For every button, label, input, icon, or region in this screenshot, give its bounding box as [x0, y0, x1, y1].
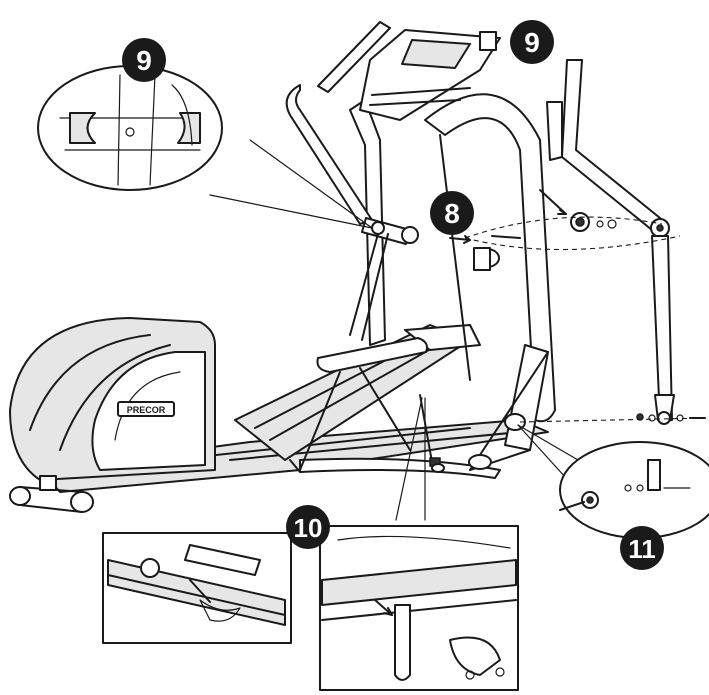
step-badge-11: 11: [620, 526, 664, 570]
callout-detail-11: [517, 424, 709, 539]
step-badge-8: 8: [430, 191, 474, 235]
arm-hardware: [570, 212, 617, 232]
step-badge-9-left: 9: [122, 38, 166, 82]
svg-text:11: 11: [628, 534, 656, 564]
inset-panel-right: [319, 525, 519, 691]
svg-text:10: 10: [294, 513, 323, 543]
step-badge-9-right: 9: [510, 20, 554, 64]
svg-text:8: 8: [444, 198, 460, 229]
svg-text:9: 9: [524, 27, 540, 58]
callout-detail-9: [37, 65, 373, 229]
right-arm-legs: [431, 344, 549, 473]
pivot-bracket: [473, 235, 521, 271]
flywheel-housing: PRECOR: [9, 317, 216, 481]
front-wheels: [9, 475, 94, 513]
lower-hardware: [636, 413, 706, 422]
svg-text:9: 9: [136, 45, 152, 76]
brand-plate: PRECOR: [127, 405, 166, 415]
elliptical-machine: PRECOR: [9, 21, 556, 513]
detached-arm: [449, 59, 706, 425]
left-handlebar: [285, 21, 419, 341]
pedal: [299, 337, 428, 471]
inset-panel-left: [102, 532, 292, 644]
console: [359, 29, 501, 121]
step-badge-10: 10: [286, 505, 330, 549]
leader-line: [395, 397, 423, 521]
